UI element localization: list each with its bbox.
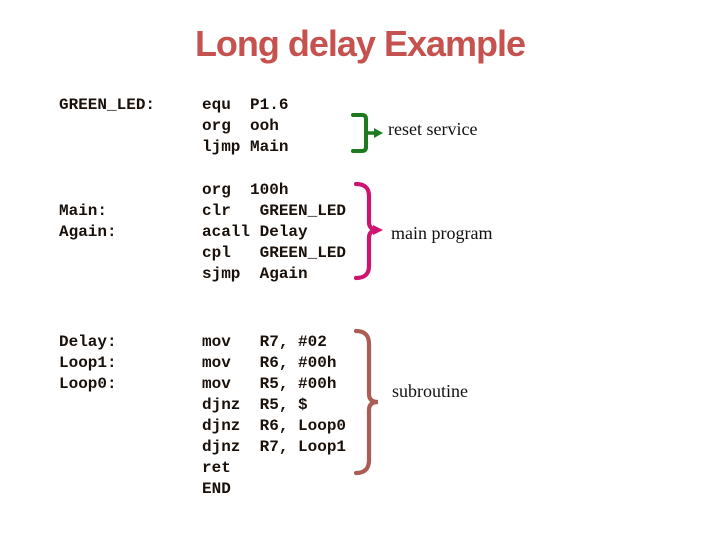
labels-column-main: Main: Again: [59,180,117,285]
code-label [59,264,117,285]
labels-column-reset: GREEN_LED: [59,95,155,158]
code-line: mov R6, #00h [202,354,337,372]
code-label: Main: [59,202,108,220]
annotation-subroutine: subroutine [392,381,468,401]
code-column-main: org 100h clr GREEN_LED acall Delay cpl G… [202,180,346,285]
code-line: org 100h [202,181,289,199]
code-label [59,416,117,437]
code-line: sjmp Again [202,265,308,283]
code-label: Loop0: [59,375,117,393]
code-line: mov R7, #02 [202,333,327,351]
code-column-reset: equ P1.6 org ooh ljmp Main [202,95,288,158]
code-line: ret [202,459,231,477]
brace-main-program-icon [353,181,383,281]
code-label [59,437,117,458]
code-label [59,479,117,500]
code-line: djnz R6, Loop0 [202,417,347,435]
code-label: Delay: [59,333,117,351]
code-label [59,395,117,416]
code-label: Again: [59,223,117,241]
code-line: acall Delay [202,223,308,241]
brace-subroutine-icon [353,328,379,476]
code-line: djnz R5, $ [202,396,308,414]
code-line: equ P1.6 [202,96,289,114]
annotation-reset-service: reset service [388,119,478,139]
code-line: ljmp Main [202,138,289,156]
annotation-main-program: main program [391,223,493,243]
code-label [59,116,155,137]
code-line: mov R5, #00h [202,375,337,393]
labels-column-subroutine: Delay: Loop1: Loop0: [59,332,117,500]
code-column-subroutine: mov R7, #02 mov R6, #00h mov R5, #00h dj… [202,332,346,500]
code-label: GREEN_LED: [59,96,156,114]
brace-reset-icon [351,113,383,153]
code-line: org ooh [202,117,279,135]
code-label: Loop1: [59,354,117,372]
slide-title: Long delay Example [194,23,526,64]
code-label [59,180,117,201]
code-line: djnz R7, Loop1 [202,438,347,456]
code-label [59,137,155,158]
code-line: END [202,480,231,498]
code-label [59,243,117,264]
code-line: cpl GREEN_LED [202,244,347,262]
code-line: clr GREEN_LED [202,202,347,220]
code-label [59,458,117,479]
